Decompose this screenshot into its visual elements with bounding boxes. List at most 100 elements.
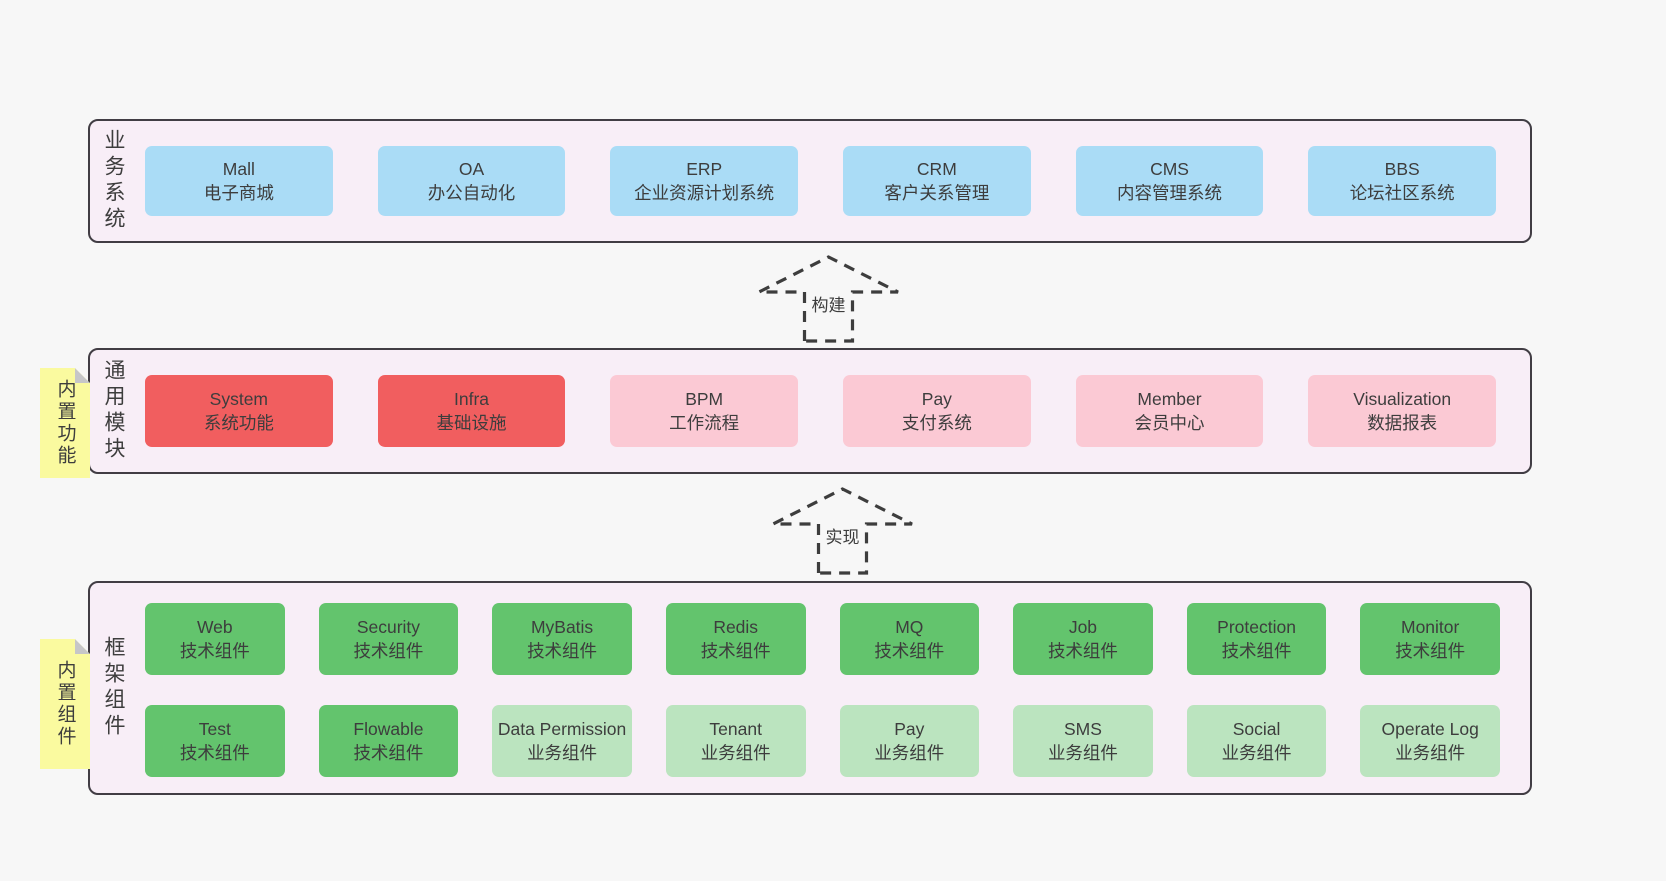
component-subtitle: 业务组件 bbox=[1047, 743, 1118, 763]
component-box-operate-log: Operate Log 业务组件 bbox=[1360, 705, 1500, 777]
component-box-mq: MQ 技术组件 bbox=[839, 603, 980, 675]
component-title: Protection bbox=[1217, 617, 1296, 637]
component-subtitle: 技术组件 bbox=[179, 743, 250, 763]
module-box-member: Member 会员中心 bbox=[1075, 375, 1264, 447]
component-subtitle: 技术组件 bbox=[1047, 641, 1118, 661]
component-title: Monitor bbox=[1401, 617, 1460, 637]
module-title: BBS bbox=[1384, 159, 1420, 179]
arrow-label: 实现 bbox=[822, 522, 863, 549]
component-subtitle: 技术组件 bbox=[874, 641, 945, 661]
component-title: Test bbox=[198, 719, 231, 739]
module-box-erp: ERP 企业资源计划系统 bbox=[610, 146, 799, 216]
component-subtitle: 业务组件 bbox=[1221, 743, 1292, 763]
component-title: Web bbox=[196, 617, 233, 637]
business-systems-box-row: Mall 电子商城 OA 办公自动化 ERP 企业资源计划系统 CRM 客户关系… bbox=[145, 146, 1497, 216]
component-title: MQ bbox=[895, 617, 924, 637]
module-subtitle: 工作流程 bbox=[669, 413, 740, 433]
component-box-sms: SMS 业务组件 bbox=[1013, 705, 1153, 777]
component-box-protection: Protection 技术组件 bbox=[1186, 603, 1327, 675]
module-box-visualization: Visualization 数据报表 bbox=[1308, 375, 1497, 447]
component-title: Pay bbox=[894, 719, 925, 739]
module-subtitle: 论坛社区系统 bbox=[1349, 183, 1455, 203]
module-subtitle: 数据报表 bbox=[1367, 413, 1438, 433]
component-title: Redis bbox=[713, 617, 759, 637]
module-subtitle: 电子商城 bbox=[203, 183, 274, 203]
component-box-data-permission: Data Permission 业务组件 bbox=[492, 705, 632, 777]
component-title: Security bbox=[356, 617, 421, 637]
module-subtitle: 基础设施 bbox=[436, 413, 507, 433]
component-box-redis: Redis 技术组件 bbox=[665, 603, 806, 675]
component-title: Flowable bbox=[353, 719, 424, 739]
module-subtitle: 客户关系管理 bbox=[884, 183, 990, 203]
module-title: Pay bbox=[921, 389, 952, 409]
module-title: Infra bbox=[453, 389, 490, 409]
component-box-web: Web 技术组件 bbox=[145, 603, 285, 675]
sticky-note-text: 内置组件 bbox=[54, 660, 76, 748]
component-subtitle: 业务组件 bbox=[527, 743, 598, 763]
module-title: OA bbox=[458, 159, 485, 179]
framework-components-band: 内置组件 框架组件 Web 技术组件 Security 技术组件 MyBatis… bbox=[88, 581, 1532, 795]
module-box-bbs: BBS 论坛社区系统 bbox=[1308, 146, 1497, 216]
module-box-mall: Mall 电子商城 bbox=[145, 146, 333, 216]
module-box-oa: OA 办公自动化 bbox=[377, 146, 566, 216]
component-subtitle: 技术组件 bbox=[527, 641, 598, 661]
arrow-build: 构建 bbox=[756, 254, 901, 344]
component-subtitle: 技术组件 bbox=[353, 743, 424, 763]
arrow-label: 构建 bbox=[808, 290, 849, 317]
component-box-test: Test 技术组件 bbox=[145, 705, 285, 777]
sticky-note-builtin-components: 内置组件 bbox=[40, 639, 90, 769]
dashed-up-arrow-icon bbox=[758, 255, 899, 343]
module-subtitle: 企业资源计划系统 bbox=[634, 183, 775, 203]
dashed-up-arrow-icon bbox=[772, 487, 913, 575]
arrow-implement: 实现 bbox=[770, 486, 915, 576]
component-title: MyBatis bbox=[530, 617, 594, 637]
module-subtitle: 内容管理系统 bbox=[1117, 183, 1223, 203]
component-title: Tenant bbox=[709, 719, 762, 739]
module-box-infra: Infra 基础设施 bbox=[377, 375, 566, 447]
component-title: Social bbox=[1232, 719, 1281, 739]
component-title: Operate Log bbox=[1381, 719, 1479, 739]
module-title: Mall bbox=[222, 159, 255, 179]
component-subtitle: 技术组件 bbox=[1221, 641, 1292, 661]
component-title: Data Permission bbox=[497, 719, 627, 739]
module-subtitle: 支付系统 bbox=[901, 413, 972, 433]
module-title: ERP bbox=[686, 159, 723, 179]
module-title: Member bbox=[1137, 389, 1202, 409]
common-modules-band: 内置功能 通用模块 System 系统功能 Infra 基础设施 BPM 工作流… bbox=[88, 348, 1532, 474]
framework-components-grid: Web 技术组件 Security 技术组件 MyBatis 技术组件 Redi… bbox=[145, 603, 1500, 777]
component-box-flowable: Flowable 技术组件 bbox=[318, 705, 459, 777]
band-label-business-systems: 业务系统 bbox=[102, 129, 125, 233]
component-subtitle: 技术组件 bbox=[700, 641, 771, 661]
component-subtitle: 业务组件 bbox=[700, 743, 771, 763]
component-subtitle: 业务组件 bbox=[874, 743, 945, 763]
component-subtitle: 技术组件 bbox=[353, 641, 424, 661]
sticky-note-builtin-features: 内置功能 bbox=[40, 368, 90, 478]
module-box-system: System 系统功能 bbox=[145, 375, 333, 447]
component-box-security: Security 技术组件 bbox=[318, 603, 459, 675]
module-title: CRM bbox=[916, 159, 957, 179]
component-subtitle: 技术组件 bbox=[179, 641, 250, 661]
component-box-social: Social 业务组件 bbox=[1186, 705, 1327, 777]
module-title: BPM bbox=[685, 389, 724, 409]
common-modules-box-row: System 系统功能 Infra 基础设施 BPM 工作流程 Pay 支付系统… bbox=[145, 375, 1497, 447]
component-subtitle: 技术组件 bbox=[1395, 641, 1466, 661]
module-title: CMS bbox=[1150, 159, 1189, 179]
module-subtitle: 办公自动化 bbox=[427, 183, 516, 203]
component-box-tenant: Tenant 业务组件 bbox=[665, 705, 806, 777]
band-label-framework-components: 框架组件 bbox=[102, 636, 125, 740]
module-subtitle: 会员中心 bbox=[1134, 413, 1205, 433]
module-box-pay: Pay 支付系统 bbox=[843, 375, 1031, 447]
component-title: SMS bbox=[1063, 719, 1102, 739]
module-title: Visualization bbox=[1353, 389, 1452, 409]
component-box-job: Job 技术组件 bbox=[1013, 603, 1153, 675]
module-box-cms: CMS 内容管理系统 bbox=[1075, 146, 1264, 216]
component-box-pay: Pay 业务组件 bbox=[839, 705, 980, 777]
component-title: Job bbox=[1068, 617, 1098, 637]
band-label-common-modules: 通用模块 bbox=[102, 359, 125, 463]
module-subtitle: 系统功能 bbox=[203, 413, 274, 433]
component-box-monitor: Monitor 技术组件 bbox=[1360, 603, 1500, 675]
business-systems-band: 业务系统 Mall 电子商城 OA 办公自动化 ERP 企业资源计划系统 CRM… bbox=[88, 119, 1532, 243]
component-subtitle: 业务组件 bbox=[1395, 743, 1466, 763]
component-box-mybatis: MyBatis 技术组件 bbox=[492, 603, 632, 675]
